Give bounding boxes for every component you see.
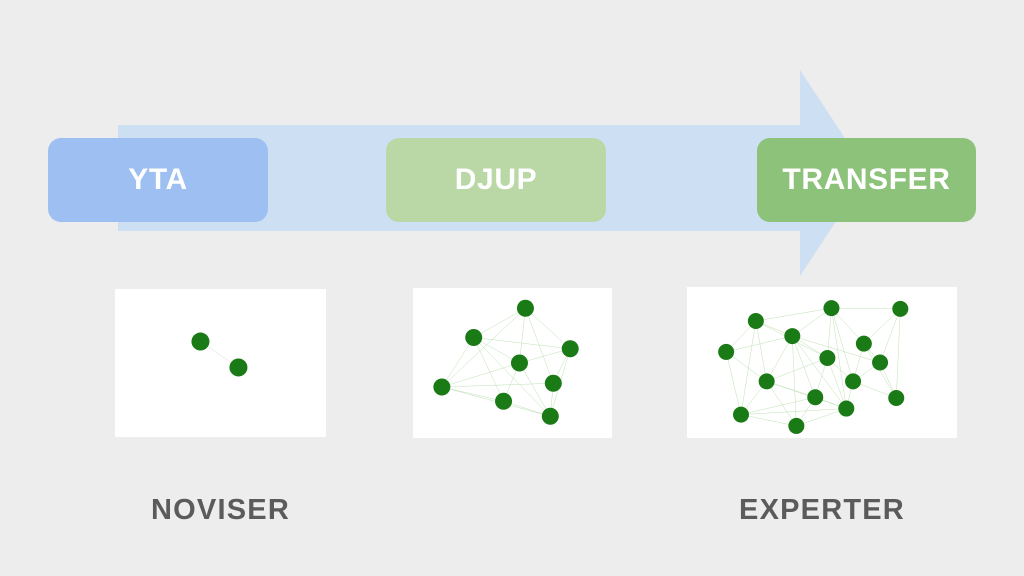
graph-edge <box>474 338 571 349</box>
graph-edge <box>726 352 741 415</box>
graph-edge <box>792 336 846 408</box>
graph-edge <box>726 352 767 381</box>
graph-edge <box>741 397 815 414</box>
caption-noviser: NOVISER <box>151 494 290 526</box>
stage-pill-label: YTA <box>128 163 188 196</box>
graph-node <box>823 300 840 317</box>
caption-experter: EXPERTER <box>739 494 905 526</box>
graph-node <box>807 389 824 406</box>
graph-node <box>465 329 483 346</box>
network-graph-svg <box>433 299 579 425</box>
graph-edge <box>519 308 525 363</box>
graph-node <box>516 299 534 317</box>
network-graph-dense <box>687 287 957 438</box>
graph-edge <box>792 336 815 397</box>
graph-edge <box>442 387 504 401</box>
network-graph-medium <box>413 288 612 438</box>
graph-node <box>838 400 855 417</box>
graph-node <box>872 354 889 371</box>
network-graph-svg <box>191 332 248 377</box>
graph-edge <box>767 336 793 381</box>
graph-node <box>758 373 775 390</box>
graph-edge <box>796 409 846 426</box>
graph-edge <box>474 338 504 402</box>
graph-edge <box>756 308 832 321</box>
graph-edge <box>792 336 880 362</box>
graph-node <box>191 332 210 351</box>
graph-node <box>747 312 764 329</box>
graph-edge <box>792 336 796 426</box>
graph-node <box>544 374 562 392</box>
graph-edge <box>741 415 796 426</box>
graph-edge <box>767 358 828 381</box>
graph-node <box>718 343 735 360</box>
graph-edge <box>442 338 474 388</box>
graph-edge <box>864 309 900 344</box>
graph-edge <box>519 363 550 416</box>
stage-pill-yta[interactable]: YTA <box>48 138 268 222</box>
stage-pill-transfer[interactable]: TRANSFER <box>757 138 976 222</box>
graph-edge <box>831 308 900 309</box>
graph-node <box>510 354 528 372</box>
graph-edge <box>831 308 846 408</box>
graph-nodes <box>433 299 579 425</box>
graph-edge <box>525 308 553 383</box>
graph-edge <box>519 349 570 363</box>
graph-node <box>733 406 749 423</box>
graph-edge <box>756 321 767 381</box>
graph-edge <box>474 338 551 417</box>
graph-node <box>541 407 559 425</box>
graph-node <box>892 300 909 317</box>
graph-edge <box>792 308 831 336</box>
stage-pill-djup[interactable]: DJUP <box>386 138 606 222</box>
graph-edge <box>831 308 863 343</box>
stage-pill-label: DJUP <box>454 163 538 196</box>
graph-nodes <box>718 300 909 434</box>
graph-node <box>561 340 579 358</box>
graph-edge <box>442 383 553 387</box>
graph-node <box>495 392 513 410</box>
graph-node <box>855 335 872 352</box>
graph-node <box>433 378 451 396</box>
graph-node <box>784 328 801 345</box>
graph-edge <box>442 363 520 387</box>
graph-node <box>845 373 862 390</box>
graph-edge <box>880 309 900 363</box>
graph-edge <box>525 308 570 349</box>
network-graph-sparse <box>115 289 326 437</box>
network-graph-svg <box>718 300 909 434</box>
graph-edge <box>474 338 520 364</box>
graph-edge <box>726 336 792 352</box>
graph-edge <box>741 409 846 415</box>
graph-edge <box>827 308 831 358</box>
graph-edge <box>864 344 896 398</box>
graph-node <box>788 417 805 434</box>
graph-node <box>229 358 248 377</box>
graph-nodes <box>191 332 248 377</box>
graph-edge <box>767 381 797 426</box>
graph-edge <box>474 308 526 337</box>
graph-edge <box>767 381 847 408</box>
graph-node <box>888 389 905 406</box>
graph-edge <box>741 321 756 415</box>
graph-edge <box>896 309 900 398</box>
graph-edge <box>827 358 846 409</box>
graph-edge <box>831 308 853 381</box>
stage-pill-label: TRANSFER <box>782 163 951 196</box>
graph-node <box>819 349 836 366</box>
